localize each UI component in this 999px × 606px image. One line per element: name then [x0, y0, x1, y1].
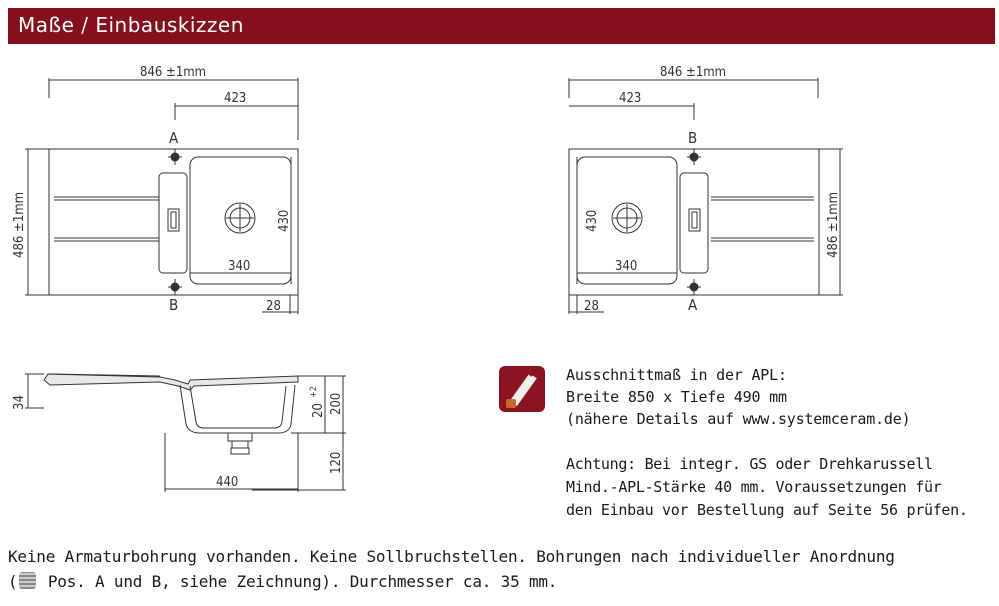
- warning-line-3: den Einbau vor Bestellung auf Seite 56 p…: [566, 501, 968, 519]
- cutout-line-3: (nähere Details auf www.systemceram.de): [566, 410, 911, 428]
- right-half-width: 423: [619, 91, 641, 106]
- warning-info: Achtung: Bei integr. GS oder Drehkarusse…: [566, 453, 968, 522]
- right-edge: 28: [584, 299, 599, 314]
- saw-icon: [499, 366, 545, 412]
- cutout-line-1: Ausschnittmaß in der APL:: [566, 366, 787, 384]
- top-view-right: [568, 78, 843, 314]
- left-bowl-width: 340: [228, 259, 250, 274]
- section-header: Maße / Einbauskizzen: [8, 8, 995, 44]
- right-bowl-height: 430: [585, 210, 600, 232]
- drill-position-icon: [19, 572, 37, 589]
- right-pos-bottom: A: [688, 296, 698, 314]
- warning-line-1: Achtung: Bei integr. GS oder Drehkarusse…: [566, 455, 933, 473]
- section-view: [25, 373, 346, 492]
- warning-line-2: Mind.-APL-Stärke 40 mm. Voraussetzungen …: [566, 478, 942, 496]
- footer-line-2: ( Pos. A und B, siehe Zeichnung). Durchm…: [8, 569, 895, 594]
- left-total-width: 846 ±1mm: [140, 65, 206, 80]
- section-bottom-width: 440: [216, 475, 238, 490]
- section-depth-tol: +2: [309, 386, 319, 398]
- footer-line-1: Keine Armaturbohrung vorhanden. Keine So…: [8, 547, 895, 566]
- right-bowl-width: 340: [615, 259, 637, 274]
- cutout-line-2: Breite 850 x Tiefe 490 mm: [566, 388, 787, 406]
- left-height: 486 ±1mm: [12, 192, 27, 258]
- cutout-info: Ausschnittmaß in der APL: Breite 850 x T…: [566, 364, 911, 430]
- footer-line-2-text: Pos. A und B, siehe Zeichnung). Durchmes…: [38, 572, 558, 591]
- right-pos-top: B: [688, 129, 697, 147]
- section-rim: 34: [12, 395, 27, 410]
- left-pos-bottom: B: [169, 296, 178, 314]
- left-edge: 28: [266, 299, 281, 314]
- left-pos-top: A: [169, 129, 179, 147]
- section-drain: 120: [329, 452, 344, 474]
- footer-note: Keine Armaturbohrung vorhanden. Keine So…: [8, 544, 895, 594]
- right-height: 486 ±1mm: [826, 192, 841, 258]
- left-bowl-height: 430: [277, 210, 292, 232]
- top-view-left: [25, 78, 299, 314]
- footer-paren: (: [8, 572, 18, 591]
- section-title: Maße / Einbauskizzen: [18, 13, 244, 37]
- section-depth-total: 200: [329, 393, 344, 415]
- right-total-width: 846 ±1mm: [660, 65, 726, 80]
- left-half-width: 423: [224, 91, 246, 106]
- section-depth-bowl: 20: [311, 403, 326, 418]
